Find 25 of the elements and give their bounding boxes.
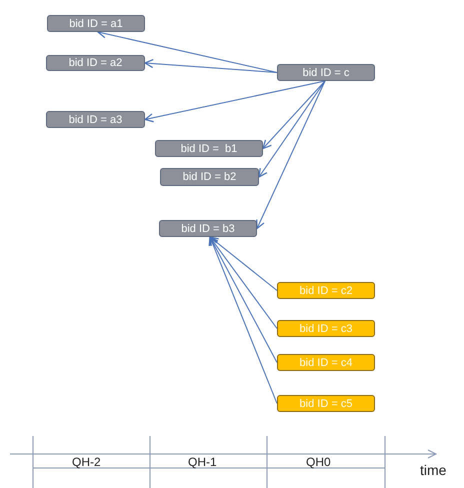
- bid-box: bid ID = a2: [46, 55, 145, 71]
- arrow: [208, 236, 278, 404]
- bid-box: bid ID = a1: [47, 15, 145, 32]
- bid-box: bid ID = a3: [46, 111, 145, 128]
- arrow: [144, 58, 278, 73]
- arrow: [209, 236, 278, 329]
- arrow: [97, 29, 278, 73]
- bid-box: bid ID = c2: [277, 282, 375, 299]
- period-label: QH0: [306, 455, 331, 469]
- arrow: [256, 80, 326, 230]
- bid-box: bid ID = c4: [277, 354, 375, 371]
- bid-box: bid ID = b2: [160, 168, 259, 186]
- bid-box: bid ID = b3: [159, 220, 257, 237]
- period-label: QH-2: [72, 455, 101, 469]
- period-label: QH-1: [188, 455, 217, 469]
- bid-box: bid ID = c3: [277, 320, 375, 337]
- arrow: [209, 236, 278, 363]
- arrow: [144, 80, 326, 122]
- bid-box: bid ID = c: [277, 64, 375, 81]
- arrow: [262, 80, 326, 150]
- bid-box: bid ID = b1: [155, 140, 263, 157]
- arrow: [209, 236, 278, 291]
- axis-label: time: [420, 462, 446, 478]
- arrow: [258, 80, 326, 178]
- bid-box: bid ID = c5: [277, 395, 375, 412]
